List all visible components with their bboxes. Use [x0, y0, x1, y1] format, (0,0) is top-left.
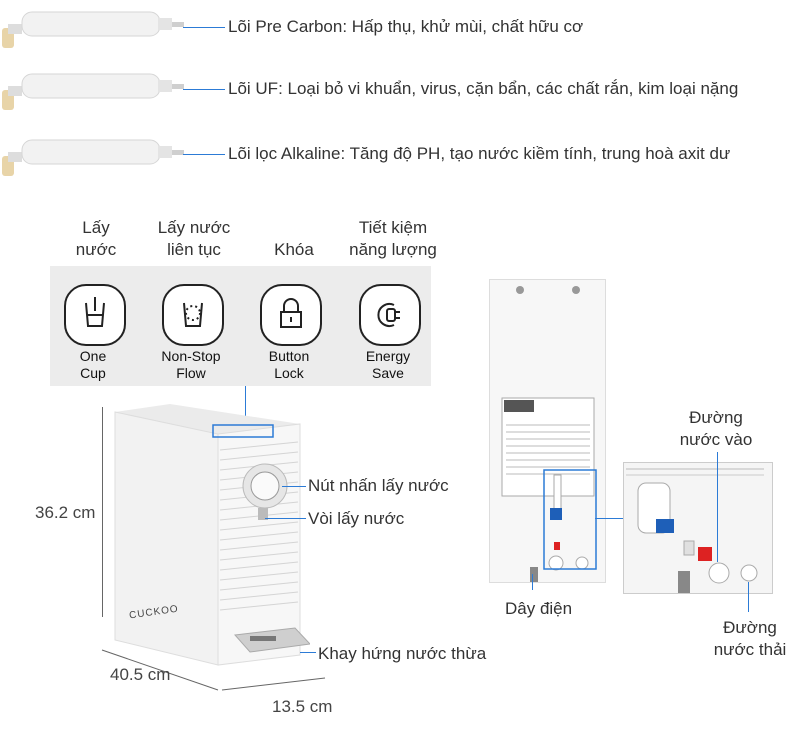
power-cord-label: Dây điện [505, 599, 573, 618]
one-cup-heading: Lấy nước [56, 217, 136, 261]
heading-line-2: năng lượng [349, 240, 437, 259]
dotted-cup-icon [162, 284, 224, 346]
label-line-2: Cup [80, 365, 106, 381]
lock-heading: Khóa [254, 239, 334, 261]
base-dimension-lines [101, 649, 326, 691]
control-panel: One Cup Non-Stop Flow Button Lock E [50, 266, 431, 386]
label-line-2: Save [372, 365, 404, 381]
uf-label: Lõi UF: Loại bỏ vi khuẩn, virus, cặn bẩn… [228, 79, 739, 98]
label-line-1: Energy [365, 348, 411, 364]
one-cup-label: One Cup [48, 348, 138, 382]
water-out-label: Đường nước thải [708, 617, 792, 661]
heading-line-2: liên tục [167, 240, 221, 259]
lock-label: Button Lock [244, 348, 334, 382]
water-in-line-1: Đường [689, 408, 743, 427]
pre-carbon-label: Lõi Pre Carbon: Hấp thụ, khử mùi, chất h… [228, 17, 584, 36]
uf-filter-image [0, 70, 228, 110]
label-line-2: Lock [274, 365, 304, 381]
label-line-1: Non-Stop [161, 348, 221, 364]
water-out-line-2: nước thải [713, 640, 787, 659]
non-stop-heading: Lấy nước liên tục [144, 217, 244, 261]
alkaline-filter-image [0, 136, 228, 176]
rear-closeup-image [623, 462, 773, 594]
energy-heading: Tiết kiệm năng lượng [338, 217, 448, 261]
alkaline-label: Lõi lọc Alkaline: Tăng độ PH, tạo nước k… [228, 144, 731, 163]
non-stop-label: Non-Stop Flow [146, 348, 236, 382]
heading-line-2: nước [75, 240, 117, 259]
lock-icon [260, 284, 322, 346]
water-purifier-image [110, 400, 312, 690]
cup-icon [64, 284, 126, 346]
depth-label: 40.5 cm [110, 665, 171, 684]
pre-carbon-filter-image [0, 8, 228, 48]
faucet-label: Vòi lấy nước [308, 509, 405, 528]
heading-line-1: Khóa [274, 240, 314, 259]
dispense-button-label: Nút nhấn lấy nước [308, 476, 449, 495]
width-label: 13.5 cm [272, 697, 333, 716]
heading-line-1: Tiết kiệm [358, 218, 428, 237]
label-line-2: Flow [176, 365, 206, 381]
energy-label: Energy Save [343, 348, 433, 382]
drip-tray-label: Khay hứng nước thừa [318, 644, 487, 663]
heading-line-1: Lấy [82, 218, 110, 237]
height-dimension-line [102, 407, 103, 617]
label-line-1: Button [268, 348, 310, 364]
rear-panel-image [489, 279, 606, 583]
energy-plug-icon [359, 284, 421, 346]
label-line-1: One [79, 348, 107, 364]
height-label: 36.2 cm [35, 503, 96, 522]
heading-line-1: Lấy nước [157, 218, 231, 237]
water-out-line-1: Đường [723, 618, 777, 637]
water-in-line-2: nước vào [679, 430, 753, 449]
water-in-label: Đường nước vào [676, 407, 756, 451]
